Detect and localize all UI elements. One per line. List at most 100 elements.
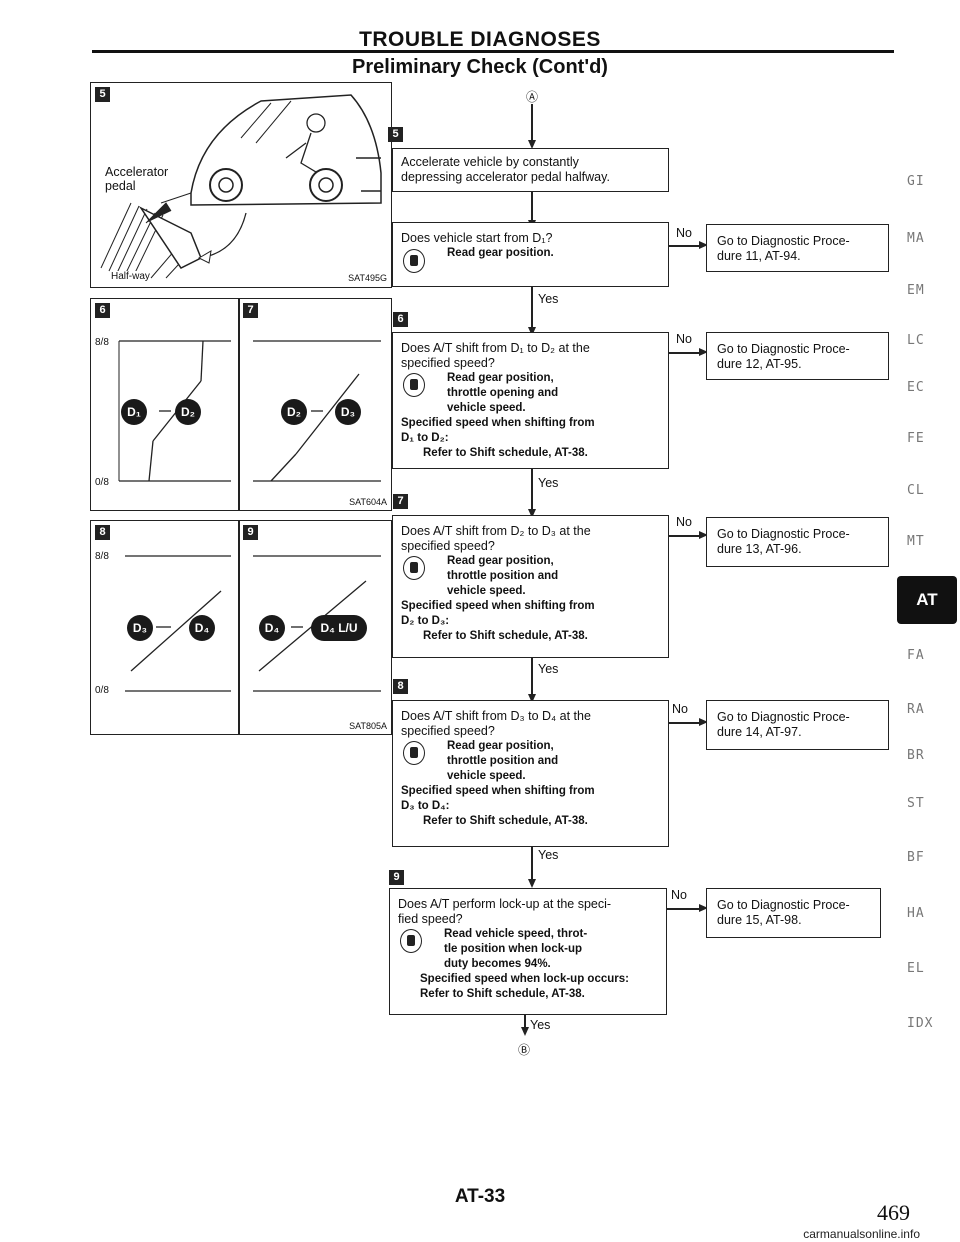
goto-text: Go to Diagnostic Proce- [717,342,850,356]
section-tab-ma[interactable]: MA [907,231,925,246]
goto-text: Go to Diagnostic Proce- [717,234,850,248]
question-text: Does vehicle start from D₁? [401,231,553,245]
gear-d2-marker: D₂ [281,399,307,425]
figure-step-badge: 6 [95,303,110,318]
question-text: Does A/T shift from D₃ to D₄ at the [401,709,591,723]
step-text: depressing accelerator pedal halfway. [401,170,610,184]
yes-label: Yes [530,1018,551,1032]
watermark: carmanualsonline.info [803,1227,920,1241]
figure-step-badge: 7 [243,303,258,318]
consult-tool-icon [403,556,425,580]
no-label: No [676,332,692,346]
spec-text: D₂ to D₃: [401,615,450,627]
figure-code: SAT604A [349,497,387,507]
gear-d1-marker: D₁ [121,399,147,425]
check-text: Read gear position, [447,740,554,752]
consult-tool-icon [400,929,422,953]
yes-label: Yes [538,848,559,862]
step-9-box: Does A/T perform lock-up at the speci- f… [389,888,667,1015]
section-tab-el[interactable]: EL [907,961,925,976]
section-tab-mt[interactable]: MT [907,534,925,549]
check-text: throttle opening and [447,387,559,399]
yes-label: Yes [538,662,559,676]
page-subtitle: Preliminary Check (Cont'd) [352,56,608,78]
figure-code: SAT495G [348,273,387,283]
goto-text: Go to Diagnostic Proce- [717,527,850,541]
gear-d4-lockup-marker: D₄ L/U [311,615,367,641]
section-tab-at[interactable]: AT [897,576,957,624]
gear-d4-marker: D₄ [189,615,215,641]
section-tab-fe[interactable]: FE [907,431,925,446]
step-text: Accelerate vehicle by constantly [401,155,579,169]
yes-label: Yes [538,476,559,490]
section-tab-ra[interactable]: RA [907,702,925,717]
step-badge: 9 [389,870,404,885]
check-text: Read vehicle speed, throt- [444,928,588,940]
check-text: throttle position and [447,755,559,767]
goto-text: Go to Diagnostic Proce- [717,898,850,912]
section-tab-gi[interactable]: GI [907,174,925,189]
halfway-label: Half-way [111,271,150,282]
spec-text: D₃ to D₄: [401,800,450,812]
check-text: vehicle speed. [447,770,526,782]
goto-procedure-14-box: Go to Diagnostic Proce- dure 14, AT-97. [706,700,889,750]
figure-step-badge: 9 [243,525,258,540]
consult-tool-icon [403,249,425,273]
section-tab-ha[interactable]: HA [907,906,925,921]
check-text: Read gear position. [447,247,554,259]
check-text: throttle position and [447,570,559,582]
throttle-full-label: 8/8 [95,337,109,348]
spec-text: Refer to Shift schedule, AT-38. [423,630,588,642]
check-text: tle position when lock-up [444,943,582,955]
question-text: Does A/T shift from D₂ to D₃ at the [401,524,591,538]
gear-d2-marker: D₂ [175,399,201,425]
goto-text: dure 12, AT-95. [717,357,802,371]
section-tab-idx[interactable]: IDX [907,1016,934,1031]
no-label: No [676,515,692,529]
section-tab-em[interactable]: EM [907,283,925,298]
consult-tool-icon [403,373,425,397]
pedal-label: pedal [105,179,136,193]
check-text: Read gear position, [447,372,554,384]
gear-d4-marker: D₄ [259,615,285,641]
goto-procedure-11-box: Go to Diagnostic Proce- dure 11, AT-94. [706,224,889,272]
question-text: specified speed? [401,356,495,370]
goto-text: dure 15, AT-98. [717,913,802,927]
figure-step-badge: 5 [95,87,110,102]
step-badge: 8 [393,679,408,694]
section-title: TROUBLE DIAGNOSES [359,28,601,51]
step-6-box: Does A/T shift from D₁ to D₂ at the spec… [392,332,669,469]
check-text: duty becomes 94%. [444,958,551,970]
goto-text: dure 13, AT-96. [717,542,802,556]
section-tab-lc[interactable]: LC [907,333,925,348]
consult-tool-icon [403,741,425,765]
title-rule [92,50,894,53]
gear-d3-marker: D₃ [335,399,361,425]
spec-text: Specified speed when shifting from [401,785,595,797]
figure-code: SAT805A [349,721,387,731]
figure-8-9-shift-graphs: 8 9 8/8 0/8 D₃ D₄ D₄ D₄ L/U SAT805A [90,520,392,735]
no-label: No [671,888,687,902]
section-tab-cl[interactable]: CL [907,483,925,498]
check-text: vehicle speed. [447,585,526,597]
question-text: fied speed? [398,912,463,926]
no-label: No [672,702,688,716]
step-badge: 7 [393,494,408,509]
section-tab-fa[interactable]: FA [907,648,925,663]
goto-procedure-13-box: Go to Diagnostic Proce- dure 13, AT-96. [706,517,889,567]
spec-text: Refer to Shift schedule, AT-38. [420,988,585,1000]
section-tab-ec[interactable]: EC [907,380,925,395]
section-tab-br[interactable]: BR [907,748,925,763]
question-text: Does A/T shift from D₁ to D₂ at the [401,341,590,355]
goto-text: dure 14, AT-97. [717,725,802,739]
yes-label: Yes [538,292,559,306]
accelerator-label: Accelerator [105,165,169,179]
throttle-closed-label: 0/8 [95,685,109,696]
check-text: Read gear position, [447,555,554,567]
section-tab-bf[interactable]: BF [907,850,925,865]
step-badge: 5 [388,127,403,142]
spec-text: Refer to Shift schedule, AT-38. [423,447,588,459]
section-tab-st[interactable]: ST [907,796,925,811]
spec-text: D₁ to D₂: [401,432,449,444]
step-badge: 6 [393,312,408,327]
